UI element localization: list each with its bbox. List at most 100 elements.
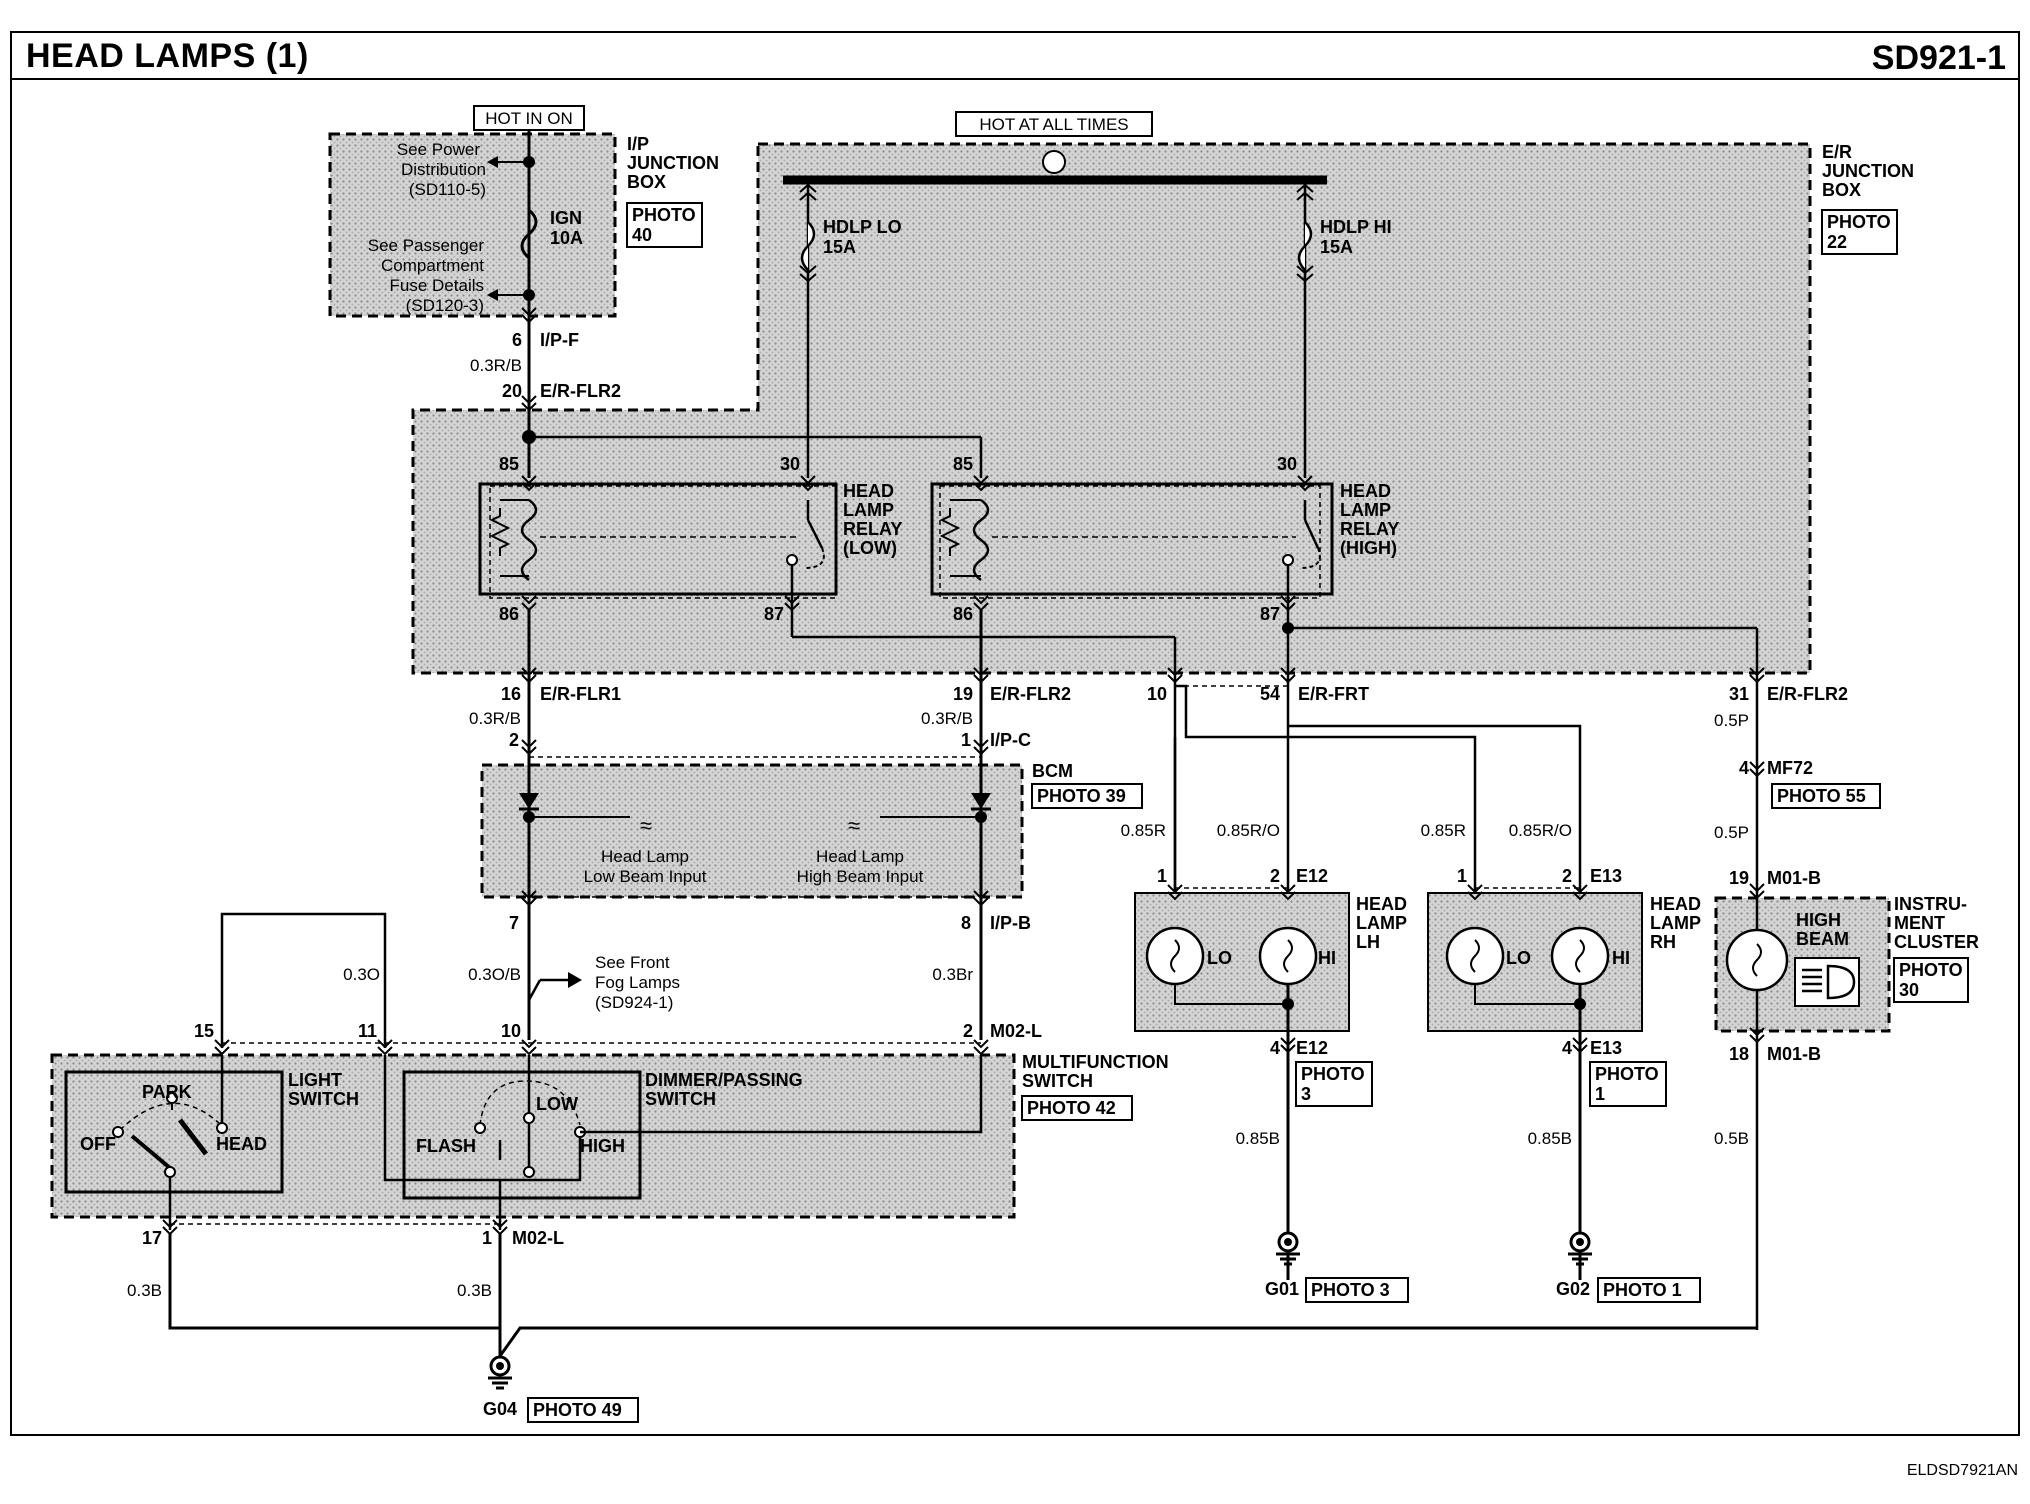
relay-high-pin-30: 30	[1277, 454, 1297, 474]
cluster-bot-pin: 18	[1729, 1044, 1749, 1064]
relay-high-pin-87: 87	[1260, 604, 1280, 624]
ground-g04-icon	[486, 1355, 514, 1390]
dimmer-flash: FLASH	[416, 1136, 476, 1156]
wire-03b-a: 0.3B	[127, 1281, 162, 1300]
relay-high-pin-85: 85	[953, 454, 973, 474]
er-junction-box	[411, 142, 1812, 675]
relay-low-pin-85: 85	[499, 454, 519, 474]
mf72-photo: PHOTO 55	[1777, 786, 1866, 806]
lamp-lh-pin-2: 2	[1270, 866, 1280, 886]
dimmer-high: HIGH	[580, 1136, 625, 1156]
light-switch	[64, 1070, 284, 1194]
ground-g02: G02	[1556, 1279, 1590, 1299]
ground-g02-photo: PHOTO 1	[1603, 1280, 1682, 1300]
wire-03rb-c: 0.3R/B	[921, 709, 973, 728]
erflr2-r-connector: E/R-FLR2	[1767, 684, 1848, 704]
lamp-lh-gnd-pin: 4	[1270, 1038, 1280, 1058]
bcm-box	[480, 763, 1024, 899]
lamp-lh-connector: E12	[1296, 866, 1328, 886]
m02l-pin-17: 17	[142, 1228, 162, 1248]
erflr2-r-pin: 31	[1729, 684, 1749, 704]
relay-high	[930, 482, 1334, 596]
page-title: HEAD LAMPS (1)	[26, 37, 309, 75]
bcm-photo: PHOTO 39	[1037, 786, 1126, 806]
cluster-wire: 0.5B	[1714, 1129, 1749, 1148]
erfrt-pin-10: 10	[1147, 684, 1167, 704]
dimmer-passing-switch	[402, 1070, 642, 1200]
ground-g04-photo: PHOTO 49	[533, 1400, 622, 1420]
cluster-top-pin: 19	[1729, 868, 1749, 888]
lamp-lh-lo: LO	[1207, 948, 1232, 968]
wire-03br: 0.3Br	[932, 965, 973, 984]
wire-05p-b: 0.5P	[1714, 823, 1749, 842]
lamp-rh-wire-hi: 0.85R/O	[1509, 821, 1572, 840]
ipb-pin-7: 7	[509, 913, 519, 933]
erflr1-pin: 16	[501, 684, 521, 704]
wire-03o: 0.3O	[343, 965, 380, 984]
bcm-low-signal-icon: ≈	[640, 813, 652, 838]
ground-g02-icon	[1566, 1231, 1594, 1266]
ground-g01-icon	[1274, 1231, 1302, 1266]
m02l-pin-15: 15	[194, 1021, 214, 1041]
m02l-pin-1: 1	[482, 1228, 492, 1248]
ip-junction-box	[328, 132, 617, 318]
lamp-lh-hi: HI	[1318, 948, 1336, 968]
wire-03rb-b: 0.3R/B	[469, 709, 521, 728]
m02l-pin-10: 10	[501, 1021, 521, 1041]
erflr2-top-pin: 20	[502, 381, 522, 401]
footer-code: ELDSD7921AN	[1906, 1462, 2018, 1479]
lamp-rh-gnd-wire: 0.85B	[1528, 1129, 1572, 1148]
lamp-lh-gnd-connector: E12	[1296, 1038, 1328, 1058]
high-beam-symbol-icon	[1802, 964, 1856, 1000]
m02l-pin-11: 11	[358, 1021, 377, 1041]
relay-low-pin-87: 87	[764, 604, 784, 624]
ipb-connector: I/P-B	[990, 913, 1031, 933]
erfrt-connector: E/R-FRT	[1298, 684, 1369, 704]
erflr2-mid-pin: 19	[953, 684, 973, 704]
bcm-high-signal-icon: ≈	[848, 813, 860, 838]
ground-g01-photo: PHOTO 3	[1311, 1280, 1390, 1300]
lamp-lh-wire-hi: 0.85R/O	[1217, 821, 1280, 840]
light-switch-off: OFF	[80, 1134, 116, 1154]
wire-03ob: 0.3O/B	[468, 965, 521, 984]
relay-low-pin-86: 86	[499, 604, 519, 624]
lamp-rh-connector: E13	[1590, 866, 1622, 886]
wire-03b-b: 0.3B	[457, 1281, 492, 1300]
wire-03rb: 0.3R/B	[470, 356, 522, 375]
page-code: SD921-1	[1871, 39, 2006, 77]
multifunction-photo: PHOTO 42	[1027, 1098, 1116, 1118]
ground-g04: G04	[483, 1399, 517, 1419]
lamp-lh-pin-1: 1	[1157, 866, 1167, 886]
erfrt-pin-54: 54	[1260, 684, 1280, 704]
erflr1-connector: E/R-FLR1	[540, 684, 621, 704]
multifunction-switch-box	[50, 1053, 1016, 1219]
ipf-pin: 6	[512, 330, 522, 350]
dimmer-low: LOW	[536, 1094, 578, 1114]
cluster-top-connector: M01-B	[1767, 868, 1821, 888]
wire-05p-a: 0.5P	[1714, 711, 1749, 730]
lamp-rh-gnd-pin: 4	[1562, 1038, 1572, 1058]
ipc-connector: I/P-C	[990, 730, 1031, 750]
lamp-lh-wire-lo: 0.85R	[1121, 821, 1166, 840]
